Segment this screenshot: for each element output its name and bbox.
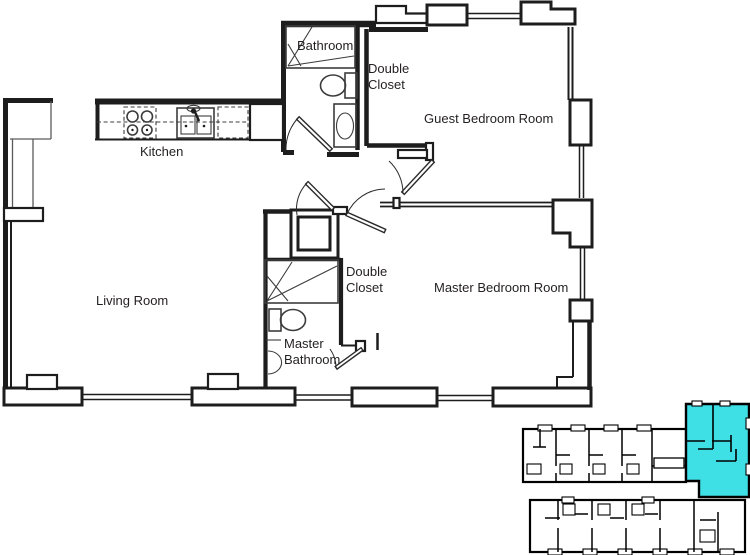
right-wall	[551, 27, 594, 390]
room-label-living-room: Living Room	[96, 293, 168, 308]
key-plan-highlighted-unit	[684, 400, 750, 499]
window	[467, 12, 521, 20]
window	[295, 394, 352, 401]
kitchen-counter	[95, 102, 285, 142]
room-label-guest-bedroom: Guest Bedroom Room	[424, 111, 553, 126]
bathroom-door	[285, 115, 334, 153]
stove-icon	[123, 106, 157, 139]
left-wall	[2, 98, 53, 404]
window	[579, 247, 586, 300]
bottom-wall	[2, 372, 593, 408]
highlighted-unit-shape	[684, 402, 750, 499]
key-plan	[521, 400, 750, 555]
room-label-double-closet-middle-line1: Double	[346, 264, 387, 279]
room-label-master-bedroom: Master Bedroom Room	[434, 280, 568, 295]
top-wall	[95, 0, 577, 140]
room-label-double-closet-top-line1: Double	[368, 61, 409, 76]
window	[437, 394, 493, 402]
shaft	[296, 215, 332, 252]
kitchen-sink-icon	[176, 104, 215, 139]
key-plan-upper-wing	[521, 424, 688, 484]
hall-door	[296, 180, 336, 216]
shower-icon	[285, 25, 356, 69]
master-suite-door	[344, 188, 387, 234]
toilet-icon	[319, 72, 358, 99]
master-shower-icon	[264, 259, 339, 304]
guest-bedroom-door	[388, 158, 436, 196]
room-label-kitchen: Kitchen	[140, 144, 183, 159]
interior-walls	[263, 21, 553, 389]
vanity-sink-icon	[333, 103, 357, 148]
master-toilet-icon	[268, 308, 307, 332]
unit-floor-plan: Kitchen Bathroom Double Closet Guest Bed…	[2, 0, 594, 408]
room-label-bathroom: Bathroom	[297, 38, 353, 53]
window	[578, 145, 585, 198]
highlighted-unit-walls	[686, 404, 737, 462]
room-label-double-closet-top-line2: Closet	[368, 77, 405, 92]
master-bathroom-door	[329, 346, 364, 371]
room-labels: Kitchen Bathroom Double Closet Guest Bed…	[96, 38, 568, 367]
room-label-master-bathroom-line2: Bathroom	[284, 352, 340, 367]
room-label-master-bathroom-line1: Master	[284, 336, 324, 351]
master-basin-icon	[267, 350, 283, 375]
room-label-double-closet-middle-line2: Closet	[346, 280, 383, 295]
key-plan-lower-wing	[528, 496, 747, 555]
window	[82, 393, 192, 401]
